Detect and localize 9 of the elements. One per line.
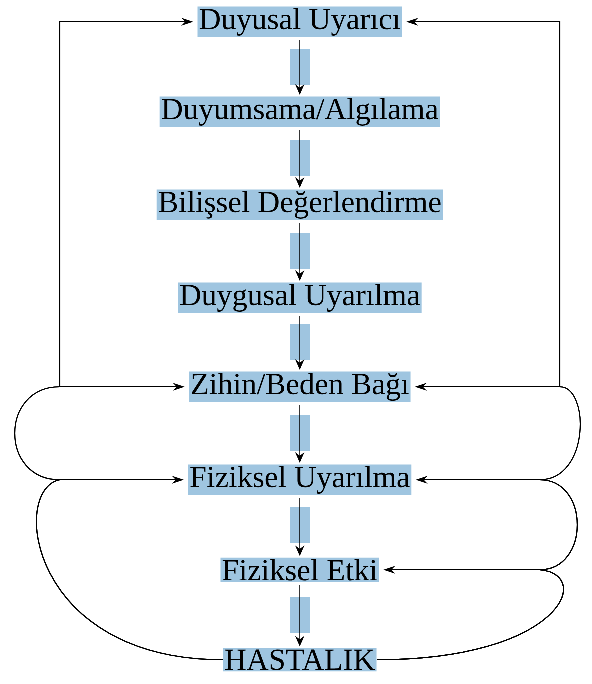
step-box: Fiziksel Uyarılma (188, 464, 412, 496)
feedback-arrow (14, 18, 224, 661)
step-box: Bilişsel Değerlendirme (156, 190, 444, 220)
step-box: Duyumsama/Algılama (160, 96, 440, 128)
step-box: Fiziksel Etki (220, 558, 380, 582)
step-box: Duyusal Uyarıcı (198, 6, 402, 38)
step-box: Duygusal Uyarılma (178, 282, 422, 314)
step-box: Zihin/Beden Bağı (189, 372, 411, 402)
step-box: HASTALIK (223, 648, 377, 672)
